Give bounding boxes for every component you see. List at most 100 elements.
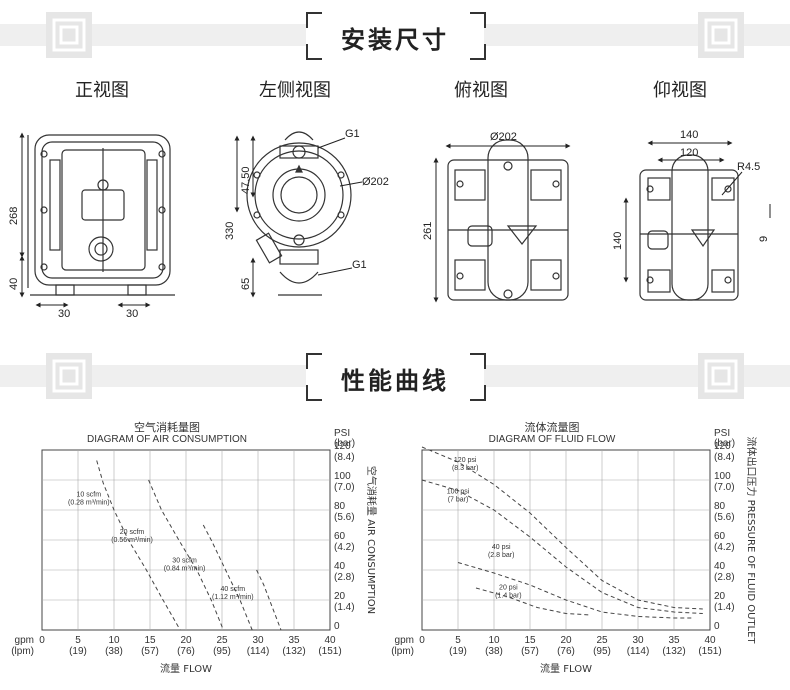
series-label-1: 100 psi <box>447 489 470 496</box>
series-label-1: 20 scfm <box>120 529 145 536</box>
x-tick-label: 20 <box>180 635 192 646</box>
side-view-dims: G1 Ø202 47.50 330 65 G1 <box>224 128 389 298</box>
x-tick-label-lpm: (132) <box>662 646 685 657</box>
dim-front-268: 268 <box>8 207 20 225</box>
y-tick-label-bar: (7.0) <box>714 482 735 493</box>
dim-bottom-120: 120 <box>680 147 698 159</box>
front-view-dims: 268 40 30 30 <box>8 132 151 320</box>
series-line-3 <box>475 587 592 616</box>
bracket-bl <box>306 44 322 60</box>
bracket-tl <box>306 12 322 28</box>
x-axis-label: 流量 FLOW <box>160 662 212 675</box>
series-label-sub-0: (0.28 m³/min) <box>68 500 110 507</box>
bracket2-tr <box>470 353 486 369</box>
section-title-dimensions: 安装尺寸 <box>341 26 449 54</box>
y-tick-label: 80 <box>334 501 346 512</box>
y-tick-label: 20 <box>714 591 726 602</box>
x-unit-gpm: gpm <box>395 635 414 646</box>
x-tick-label: 25 <box>596 635 608 646</box>
bottom-view-drawing <box>639 154 739 301</box>
x-tick-label: 20 <box>560 635 572 646</box>
bracket-tr <box>470 12 486 28</box>
dim-bottom-r45: R4.5 <box>737 161 760 173</box>
series-line-1 <box>148 479 224 631</box>
x-unit-gpm: gpm <box>15 635 34 646</box>
chart2-subtitle: DIAGRAM OF FLUID FLOW <box>488 434 616 445</box>
y-tick-label-bar: (2.8) <box>714 572 735 583</box>
series-line-0 <box>421 446 703 610</box>
bracket2-bl <box>306 385 322 401</box>
series-label-0: 120 psi <box>454 457 477 464</box>
dim-side-g1-bottom: G1 <box>352 259 367 271</box>
x-tick-label-lpm: (95) <box>593 646 611 657</box>
y-tick-label: 20 <box>334 591 346 602</box>
y-unit-psi: PSI <box>714 428 730 439</box>
y-tick-label: 60 <box>334 531 346 542</box>
x-tick-label: 0 <box>419 635 425 646</box>
y-tick-label-bar: (5.6) <box>334 512 355 523</box>
y-tick-label: 0 <box>334 621 340 632</box>
x-tick-label-lpm: (151) <box>698 646 721 657</box>
series-line-3 <box>256 569 282 631</box>
series-label-sub-1: (7 bar) <box>448 497 469 504</box>
y-tick-label: 100 <box>334 471 351 482</box>
y-axis-label: 流体出口压力 PRESSURE OF FLUID OUTLET <box>745 436 758 644</box>
series-label-sub-1: (0.56 m³/min) <box>111 537 153 544</box>
y-unit-bar: (bar) <box>334 438 355 449</box>
x-tick-label: 10 <box>488 635 500 646</box>
dim-bottom-9: 9 <box>758 236 770 242</box>
x-tick-label-lpm: (95) <box>213 646 231 657</box>
chart2-title: 流体流量图 <box>524 421 580 434</box>
y-tick-label: 120 <box>334 441 351 452</box>
dim-bottom-140-side: 140 <box>612 232 624 250</box>
chart1-subtitle: DIAGRAM OF AIR CONSUMPTION <box>86 434 247 445</box>
chart1-title: 空气消耗量图 <box>134 421 200 434</box>
bracket2-tl <box>306 353 322 369</box>
x-tick-label: 25 <box>216 635 228 646</box>
view-label-side: 左侧视图 <box>259 80 331 101</box>
decorative-pattern-left <box>46 12 92 58</box>
series-label-3: 40 scfm <box>221 586 246 593</box>
x-tick-label-lpm: (38) <box>485 646 503 657</box>
top-view-drawing <box>447 139 569 301</box>
y-tick-label-bar: (1.4) <box>334 602 355 613</box>
x-tick-label: 35 <box>668 635 680 646</box>
title-box-performance <box>306 355 484 399</box>
x-tick-label-lpm: (114) <box>247 646 270 657</box>
side-view-drawing <box>246 131 352 296</box>
y-tick-label-bar: (5.6) <box>714 512 735 523</box>
title-box-dimensions <box>306 14 484 58</box>
y-tick-label: 40 <box>714 561 726 572</box>
x-tick-label-lpm: (76) <box>557 646 575 657</box>
dim-bottom-140-top: 140 <box>680 129 698 141</box>
dim-front-30-left: 30 <box>58 308 70 320</box>
x-tick-label-lpm: (76) <box>177 646 195 657</box>
x-axis-label: 流量 FLOW <box>540 662 592 675</box>
y-tick-label: 80 <box>714 501 726 512</box>
y-tick-label: 120 <box>714 441 731 452</box>
y-tick-label-bar: (4.2) <box>714 542 735 553</box>
y-tick-label-bar: (8.4) <box>714 452 735 463</box>
y-tick-label-bar: (7.0) <box>334 482 355 493</box>
bracket2-br <box>470 385 486 401</box>
series-label-sub-2: (2.8 bar) <box>488 552 514 559</box>
series-label-2: 40 psi <box>492 544 511 551</box>
decorative-pattern-right-2 <box>698 353 744 399</box>
x-tick-label-lpm: (57) <box>521 646 539 657</box>
x-tick-label: 35 <box>288 635 300 646</box>
decorative-pattern-right <box>698 12 744 58</box>
y-tick-label: 60 <box>714 531 726 542</box>
dim-side-330: 330 <box>224 222 236 240</box>
dim-side-65: 65 <box>240 278 252 290</box>
top-view-dims: Ø202 261 <box>422 131 571 303</box>
y-unit-psi: PSI <box>334 428 350 439</box>
x-tick-label: 40 <box>324 635 336 646</box>
x-tick-label-lpm: (19) <box>69 646 87 657</box>
x-tick-label: 30 <box>632 635 644 646</box>
series-label-sub-3: (1.12 m³/min) <box>212 594 254 601</box>
bracket-br <box>470 44 486 60</box>
series-label-sub-3: (1.4 bar) <box>495 593 521 600</box>
x-tick-label: 40 <box>704 635 716 646</box>
x-tick-label: 15 <box>524 635 536 646</box>
series-label-2: 30 scfm <box>172 558 197 565</box>
